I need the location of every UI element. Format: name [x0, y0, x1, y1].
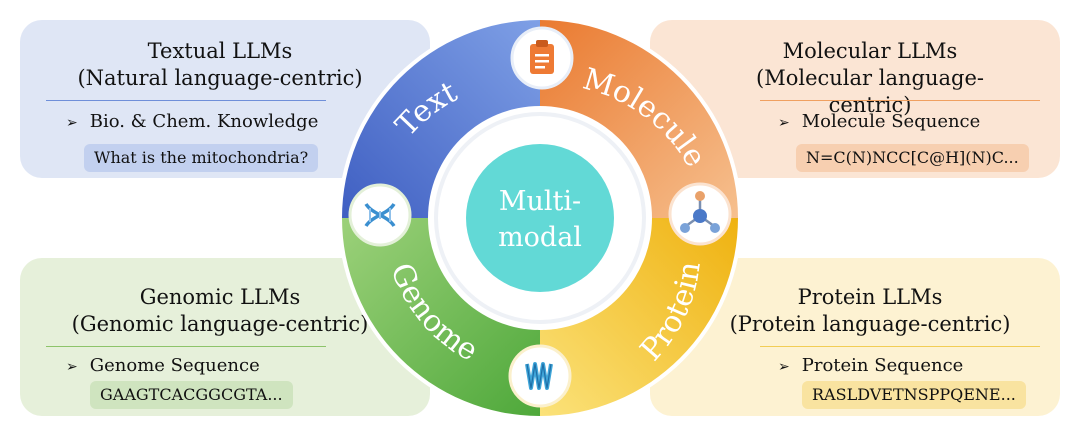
protein-card-heading: Protein LLMs (Protein language-centric): [720, 284, 1020, 338]
textual-bullet: ➢ Bio. & Chem. Knowledge: [66, 111, 318, 134]
protein-example-chip: RASLDVETNSPPQENE...: [802, 381, 1026, 409]
textual-example-chip: What is the mitochondria?: [84, 144, 319, 172]
genomic-example-chip: GAAGTCACGGCGTA...: [90, 381, 293, 409]
molecular-example-chip: N=C(N)NCC[C@H](N)C...: [796, 144, 1029, 172]
molecule-segment: [540, 20, 738, 218]
center-disc: [466, 144, 614, 292]
molecule-icon: [668, 182, 732, 246]
arrow-bullet-icon: ➢: [778, 359, 790, 375]
protein-icon: [508, 344, 572, 408]
textual-card-heading: Textual LLMs (Natural language-centric): [70, 38, 370, 92]
textual-bullet-label: Bio. & Chem. Knowledge: [89, 111, 319, 132]
protein-segment: [540, 218, 738, 416]
dna-icon: [348, 183, 412, 247]
protein-bullet-label: Protein Sequence: [801, 355, 964, 376]
textual-divider: [46, 100, 326, 101]
genomic-bullet-label: Genome Sequence: [89, 355, 260, 376]
textual-llms-card: Textual LLMs (Natural language-centric) …: [20, 20, 430, 178]
protein-bullet: ➢ Protein Sequence: [778, 355, 963, 378]
molecular-bullet: ➢ Molecule Sequence: [778, 111, 980, 134]
genomic-title: Genomic LLMs: [139, 285, 301, 309]
genome-segment: [342, 218, 540, 416]
center-label-line2: modal: [498, 222, 582, 253]
genomic-card-heading: Genomic LLMs (Genomic language-centric): [70, 284, 370, 338]
protein-divider: [760, 346, 1040, 347]
text-segment: [342, 20, 540, 218]
textual-title: Textual LLMs: [147, 39, 293, 63]
arrow-bullet-icon: ➢: [66, 359, 78, 375]
genomic-divider: [46, 346, 326, 347]
protein-subtitle: (Protein language-centric): [729, 312, 1011, 336]
textual-subtitle: (Natural language-centric): [77, 66, 363, 90]
genomic-subtitle: (Genomic language-centric): [71, 312, 369, 336]
molecular-subtitle: (Molecular language-centric): [756, 66, 984, 117]
molecular-llms-card: Molecular LLMs (Molecular language-centr…: [650, 20, 1060, 178]
molecular-card-heading: Molecular LLMs (Molecular language-centr…: [720, 38, 1020, 119]
clipboard-icon: [510, 26, 574, 90]
arrow-bullet-icon: ➢: [778, 115, 790, 131]
protein-title: Protein LLMs: [797, 285, 943, 309]
genomic-bullet: ➢ Genome Sequence: [66, 355, 260, 378]
arrow-bullet-icon: ➢: [66, 115, 78, 131]
molecular-divider: [760, 100, 1040, 101]
center-label-line1: Multi-: [499, 186, 581, 217]
molecular-title: Molecular LLMs: [782, 39, 958, 63]
molecular-bullet-label: Molecule Sequence: [801, 111, 981, 132]
